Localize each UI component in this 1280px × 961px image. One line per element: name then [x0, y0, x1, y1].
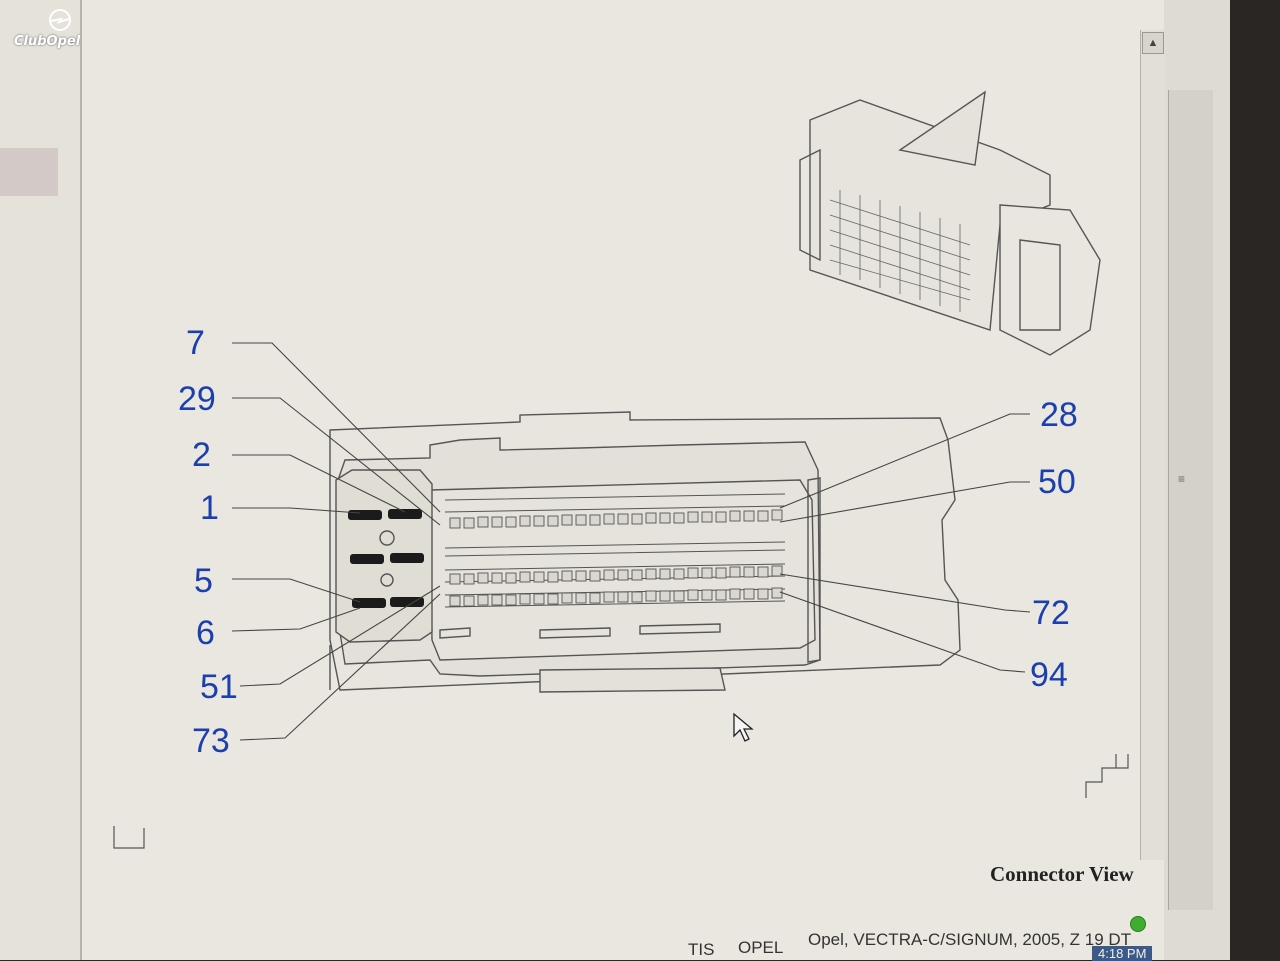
- left-panel-block: [0, 148, 58, 196]
- scroll-up-button[interactable]: ▲: [1142, 32, 1164, 54]
- connector-3d-view: [799, 90, 1101, 356]
- pin-label-94: 94: [1030, 656, 1068, 694]
- pin-label-51: 51: [200, 668, 238, 706]
- page-corner-mark-right: [1085, 754, 1129, 798]
- pin-label-7: 7: [186, 324, 205, 362]
- leader-lines: [231, 342, 1031, 741]
- pin-label-73: 73: [192, 722, 230, 760]
- pin-label-5: 5: [194, 562, 213, 600]
- status-brand: OPEL: [738, 938, 784, 957]
- pin-label-6: 6: [196, 614, 215, 652]
- pin-label-29: 29: [178, 380, 216, 418]
- connector-drawing: [231, 90, 1101, 741]
- pin-label-1: 1: [200, 489, 219, 527]
- status-app: TIS: [688, 940, 715, 959]
- mouse-pointer-icon: [733, 712, 754, 742]
- outer-scrollbar[interactable]: [1168, 90, 1213, 910]
- pin-label-28: 28: [1040, 396, 1078, 434]
- pin-label-50: 50: [1038, 463, 1076, 501]
- vertical-scrollbar[interactable]: [1140, 30, 1165, 860]
- monitor-screen: ClubOpel.com ▲ ≡: [0, 0, 1230, 961]
- page-corner-mark-left: [113, 826, 145, 849]
- opel-logo-icon: [49, 9, 71, 31]
- pin-label-2: 2: [192, 436, 211, 474]
- connector-view-caption: Connector View: [990, 862, 1134, 886]
- scroll-grip-icon[interactable]: ≡: [1178, 472, 1186, 486]
- connector-face: [329, 411, 961, 693]
- green-status-icon: [1130, 916, 1146, 932]
- clock: 4:18 PM: [1092, 946, 1153, 961]
- pin-label-72: 72: [1032, 594, 1070, 632]
- status-vehicle: Opel, VECTRA-C/SIGNUM, 2005, Z 19 DT: [808, 930, 1132, 949]
